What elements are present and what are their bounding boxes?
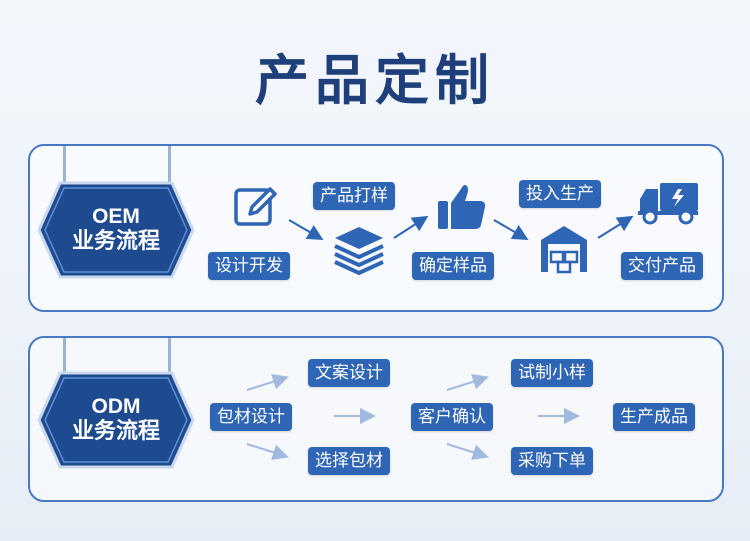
oem-badge-code: OEM (92, 205, 140, 229)
odm-step-finished-product: 生产成品 (613, 403, 695, 431)
odm-badge-subtitle: 业务流程 (71, 419, 160, 445)
oem-step-delivery: 交付产品 (621, 252, 703, 280)
oem-step-design-dev: 设计开发 (208, 252, 290, 280)
oem-step-sampling: 产品打样 (313, 182, 395, 210)
odm-step-purchase-order: 采购下单 (511, 447, 593, 475)
arrow (288, 219, 324, 241)
odm-badge: ODM 业务流程 (36, 370, 196, 470)
odm-step-trial-sample: 试制小样 (511, 359, 593, 387)
oem-badge-subtitle: 业务流程 (71, 229, 160, 255)
odm-step-select-packaging: 选择包材 (308, 447, 390, 475)
badge-hanger (63, 338, 66, 378)
arrow (493, 219, 529, 241)
warehouse-icon (538, 222, 590, 278)
thumbs-up-icon (436, 181, 488, 235)
oem-step-confirm-sample: 确定样品 (412, 252, 494, 280)
odm-step-copy-design: 文案设计 (308, 359, 390, 387)
arrow (393, 215, 429, 239)
arrow (597, 215, 634, 239)
odm-badge-code: ODM (91, 395, 141, 419)
badge-hanger (168, 146, 171, 186)
odm-step-client-confirm: 客户确认 (411, 403, 493, 431)
edit-icon (232, 182, 280, 234)
layers-icon (333, 225, 385, 279)
delivery-truck-icon (638, 181, 700, 229)
badge-hanger (168, 338, 171, 378)
oem-badge: OEM 业务流程 (36, 180, 196, 280)
oem-step-production: 投入生产 (519, 180, 601, 208)
odm-step-packaging-design: 包材设计 (210, 403, 292, 431)
page-title: 产品定制 (255, 49, 495, 112)
badge-hanger (63, 146, 66, 186)
